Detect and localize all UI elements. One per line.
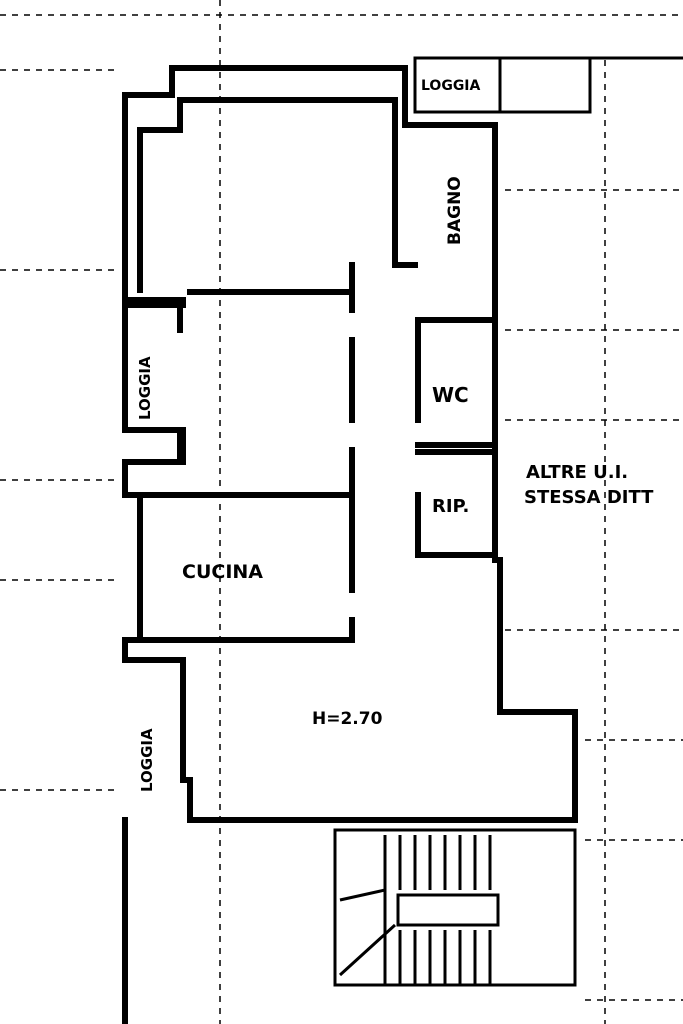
note-line-1: ALTRE U.I. [526, 462, 628, 483]
rip-label: RIP. [432, 496, 469, 517]
loggia-top-label: LOGGIA [421, 78, 481, 94]
staircase [333, 828, 577, 987]
cucina-label: CUCINA [182, 561, 263, 583]
ceiling-height-label: H=2.70 [312, 709, 383, 729]
loggia-left-label: LOGGIA [136, 356, 154, 420]
loggia-bottom-label: LOGGIA [138, 728, 156, 792]
outer-walls [122, 65, 578, 1024]
bagno-label: BAGNO [445, 176, 465, 245]
inner-walls [137, 56, 683, 643]
wc-label: WC [432, 383, 469, 407]
note-line-2: STESSA DITT [524, 487, 654, 508]
